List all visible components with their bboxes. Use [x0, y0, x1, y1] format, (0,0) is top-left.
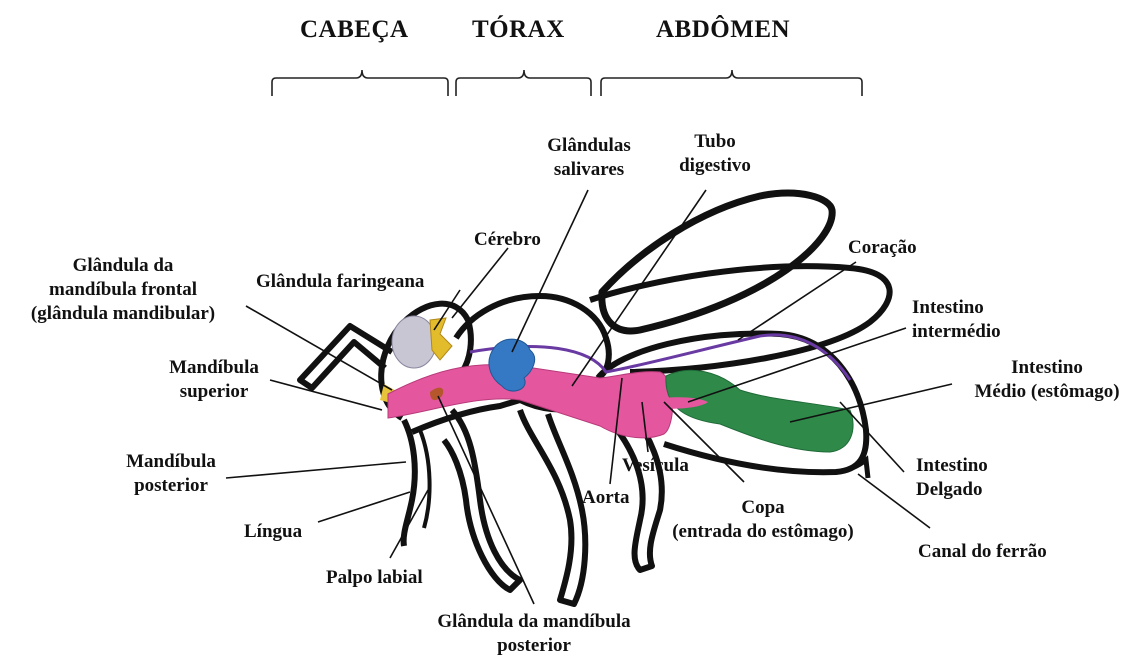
- label-sting-canal: Canal do ferrão: [918, 540, 1047, 564]
- label-labial-palp: Palpo labial: [326, 566, 423, 590]
- leader-heart: [738, 262, 856, 340]
- forewing: [602, 193, 832, 331]
- label-brain: Cérebro: [474, 228, 541, 252]
- leader-tongue: [318, 492, 410, 522]
- front-leg: [444, 410, 520, 590]
- leader-posterior-mandible: [226, 462, 406, 478]
- leader-posterior-gland: [438, 396, 534, 604]
- label-aorta: Aorta: [582, 486, 629, 510]
- label-cup: Copa(entrada do estômago): [648, 496, 878, 544]
- antenna: [300, 326, 392, 388]
- stomach: [666, 370, 853, 452]
- head-brace: [272, 70, 448, 96]
- abdomen-brace: [601, 70, 862, 96]
- label-vesicle: Vesícula: [622, 454, 689, 478]
- label-tongue: Língua: [244, 520, 302, 544]
- leader-upper-mandible: [270, 380, 382, 410]
- section-head: CABEÇA: [300, 16, 409, 44]
- thorax-brace: [456, 70, 591, 96]
- brain: [392, 316, 436, 368]
- mouthparts: [404, 420, 415, 546]
- section-abdomen: ABDÔMEN: [656, 16, 790, 44]
- middle-leg: [520, 410, 585, 604]
- abdomen-tip: [836, 460, 868, 478]
- label-heart: Coração: [848, 236, 917, 260]
- section-thorax: TÓRAX: [472, 16, 565, 44]
- palp: [420, 430, 430, 528]
- leader-tube: [572, 190, 706, 386]
- leader-middle: [790, 384, 952, 422]
- label-pharyngeal-gland: Glândula faringeana: [256, 270, 424, 294]
- leader-salivary: [512, 190, 588, 352]
- leader-brain: [452, 248, 508, 318]
